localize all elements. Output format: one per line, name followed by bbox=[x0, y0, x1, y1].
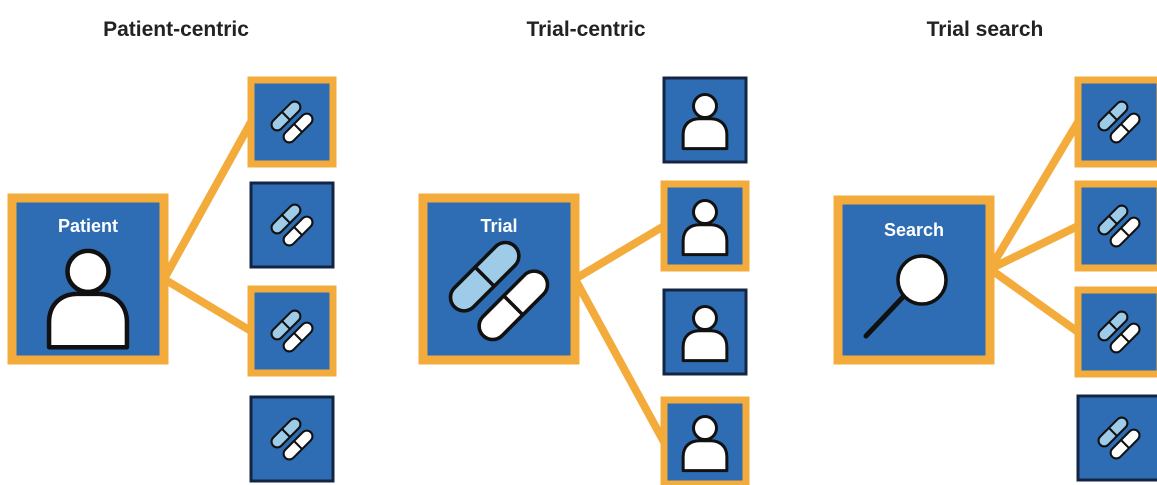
connector-lines bbox=[160, 118, 1082, 446]
panel-title-patient-centric: Patient-centric bbox=[103, 18, 249, 41]
item-box bbox=[662, 288, 748, 376]
item-box-highlighted bbox=[1074, 180, 1157, 272]
main-box-label: Search bbox=[884, 220, 944, 240]
connector-line bbox=[986, 222, 1082, 273]
item-box-highlighted bbox=[660, 396, 750, 485]
pill-icon bbox=[448, 240, 550, 342]
main-box-search: Search bbox=[833, 195, 995, 365]
pill-icon bbox=[270, 417, 314, 461]
person-icon bbox=[46, 248, 130, 350]
person-icon bbox=[681, 415, 729, 473]
connector-line bbox=[986, 265, 1082, 336]
pill-icon bbox=[1097, 204, 1141, 248]
main-box-label: Patient bbox=[58, 216, 118, 236]
item-box bbox=[662, 76, 748, 164]
item-box bbox=[1076, 394, 1157, 482]
connector-line bbox=[986, 118, 1082, 273]
person-icon bbox=[681, 199, 729, 257]
person-icon bbox=[681, 93, 729, 151]
panel-title-trial-search: Trial search bbox=[927, 18, 1044, 41]
connector-line bbox=[571, 222, 668, 283]
connector-line bbox=[160, 275, 255, 335]
pill-icon bbox=[1097, 416, 1141, 460]
connector-line bbox=[160, 118, 255, 283]
panel-title-trial-centric: Trial-centric bbox=[526, 18, 645, 41]
pill-icon bbox=[1097, 310, 1141, 354]
magnifier-icon bbox=[863, 254, 948, 339]
item-box bbox=[249, 181, 335, 269]
connector-line bbox=[571, 275, 668, 446]
item-box-highlighted bbox=[247, 285, 337, 377]
main-box-label: Trial bbox=[480, 216, 517, 236]
item-box-highlighted bbox=[1074, 76, 1157, 168]
main-box-trial: Trial bbox=[418, 193, 580, 365]
pill-icon bbox=[270, 309, 314, 353]
item-box bbox=[249, 395, 335, 483]
item-boxes bbox=[247, 76, 1157, 485]
item-box-highlighted bbox=[660, 180, 750, 272]
pill-icon bbox=[270, 100, 314, 144]
pill-icon bbox=[270, 203, 314, 247]
person-icon bbox=[681, 305, 729, 363]
item-box-highlighted bbox=[1074, 286, 1157, 378]
item-box-highlighted bbox=[247, 76, 337, 168]
pill-icon bbox=[1097, 100, 1141, 144]
main-box-patient: Patient bbox=[7, 193, 169, 365]
